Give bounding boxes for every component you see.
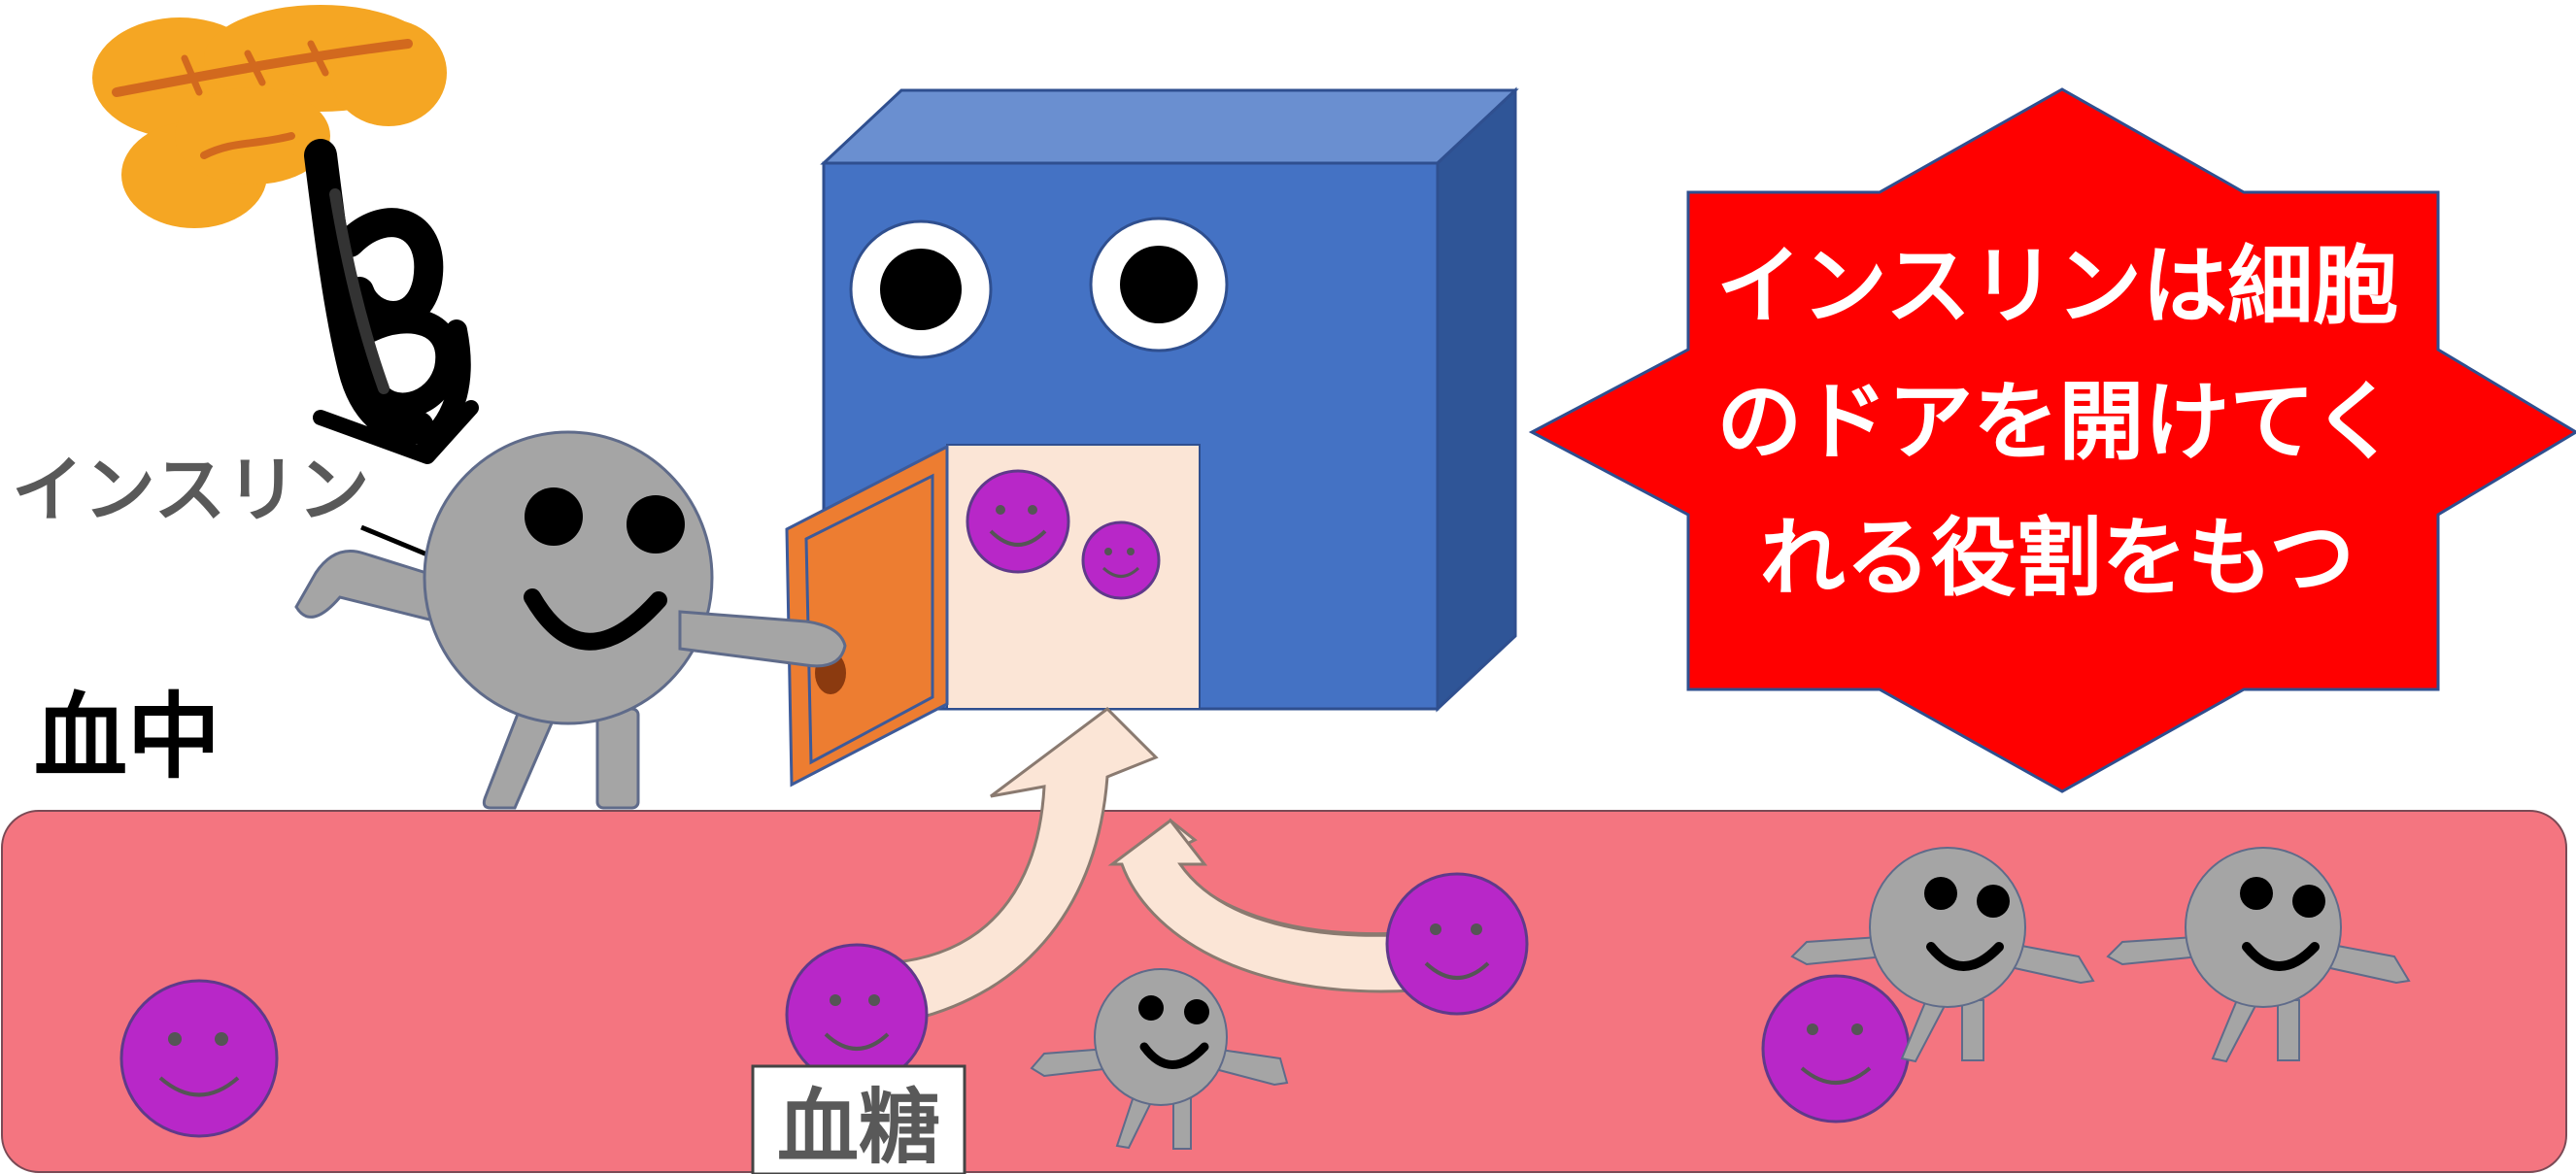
arrow-into-cell-1: [901, 707, 1159, 1022]
insulin-character-small-3: [2106, 847, 2411, 1063]
blood-sugar-label-box: 血糖: [751, 1064, 966, 1174]
arrow-into-cell-2: [1107, 818, 1420, 993]
insulin-arm-door: [678, 610, 847, 668]
sugar-blood-4: [1761, 974, 1911, 1124]
insulin-label: インスリン: [12, 449, 370, 532]
sugar-in-cell-1: [966, 469, 1070, 574]
sugar-blood-3: [1385, 872, 1529, 1016]
insulin-character-small-1: [1030, 968, 1289, 1150]
pancreas-icon: [92, 5, 447, 228]
callout-line-3: れる役割をもつ: [1760, 508, 2355, 608]
callout-starburst: インスリンは細胞 のドアを開けてく れる役割をもつ: [1528, 87, 2576, 793]
blood-sugar-label: 血糖: [777, 1080, 940, 1174]
scribble-arrow-icon: [304, 139, 479, 464]
callout-line-2: のドアを開けてく: [1716, 372, 2397, 472]
callout-line-1: インスリンは細胞: [1716, 236, 2398, 336]
sugar-blood-1: [119, 979, 279, 1138]
cell-door: [785, 444, 949, 788]
cell-box: [820, 86, 1519, 713]
blood-label: 血中: [34, 683, 220, 791]
sugar-blood-2: [785, 943, 929, 1087]
sugar-in-cell-2: [1081, 520, 1161, 600]
blood-vessel: [1, 810, 2567, 1173]
insulin-character-small-2: [1790, 847, 2095, 1063]
